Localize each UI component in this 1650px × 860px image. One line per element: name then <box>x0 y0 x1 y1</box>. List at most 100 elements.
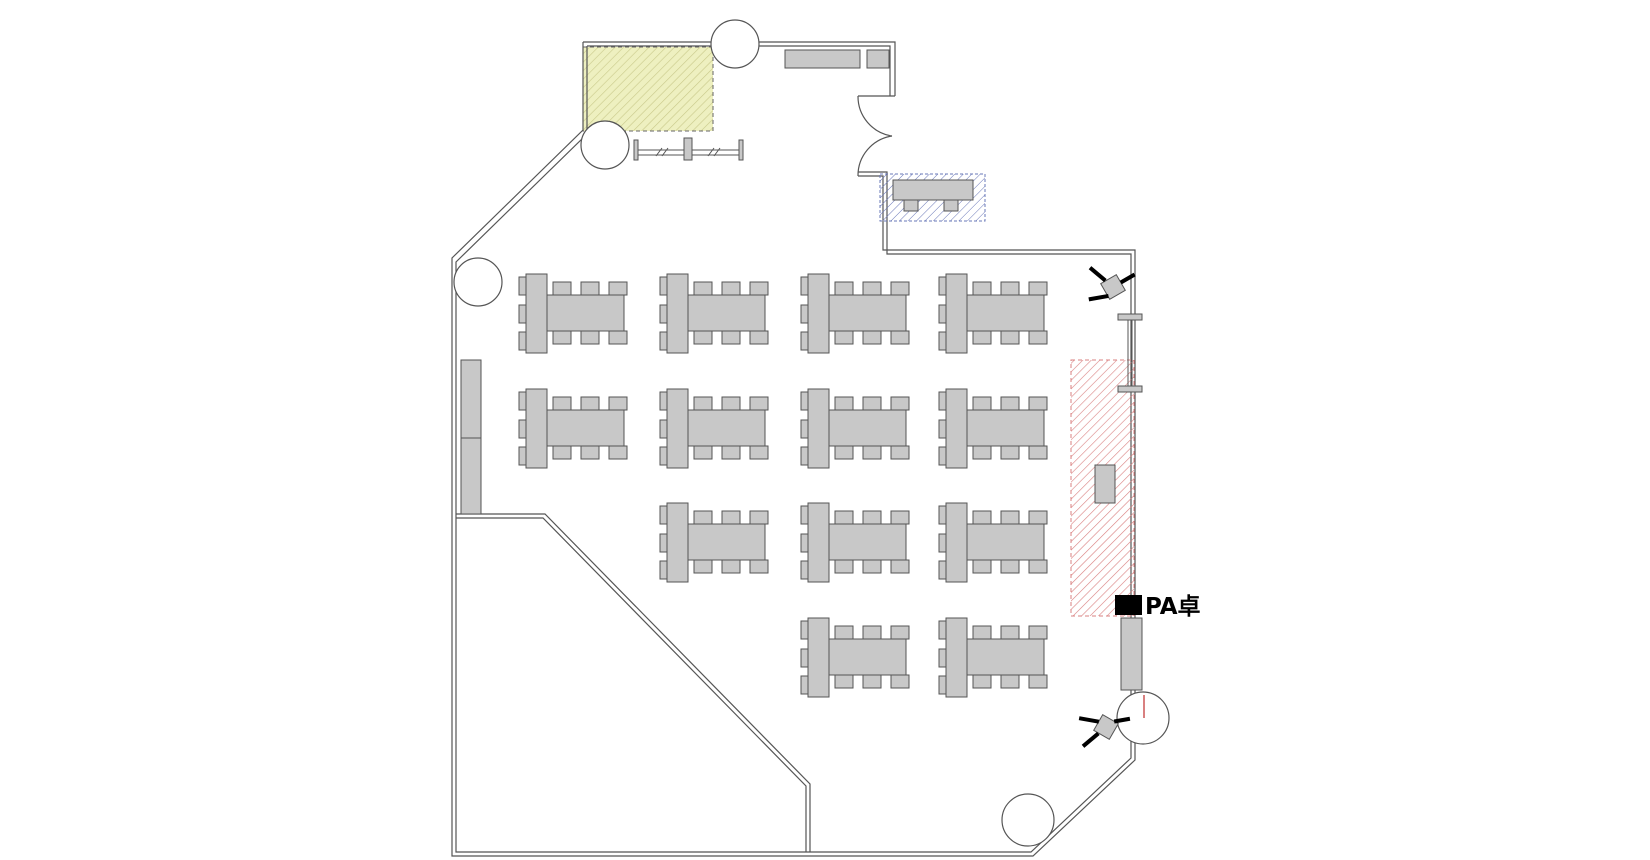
chair <box>834 559 854 574</box>
chair <box>834 396 854 411</box>
chair <box>1028 396 1048 411</box>
chair <box>972 281 992 296</box>
long-table <box>828 523 907 561</box>
end-table <box>807 388 830 469</box>
chair <box>749 281 769 296</box>
top-counter <box>784 49 861 69</box>
long-table <box>546 409 625 447</box>
chair <box>1000 510 1020 525</box>
partition-wall <box>456 513 811 852</box>
column-left <box>453 257 503 307</box>
chair <box>972 625 992 640</box>
reception-desk <box>892 179 974 201</box>
column-bottom <box>1001 793 1055 847</box>
chair <box>721 396 741 411</box>
projection-screen <box>1117 313 1143 393</box>
chair <box>608 396 628 411</box>
long-table <box>828 409 907 447</box>
chair <box>972 445 992 460</box>
long-table <box>966 523 1045 561</box>
column-top <box>710 19 760 69</box>
long-table <box>687 294 766 332</box>
chair <box>972 396 992 411</box>
end-table <box>945 388 968 469</box>
table-groups <box>518 273 1048 698</box>
long-table <box>687 523 766 561</box>
end-table <box>666 273 689 354</box>
pa-desk <box>1115 595 1142 615</box>
chair <box>1028 510 1048 525</box>
chair <box>972 559 992 574</box>
chair <box>862 625 882 640</box>
end-table <box>525 273 548 354</box>
chair <box>1000 625 1020 640</box>
long-table <box>546 294 625 332</box>
end-table <box>807 273 830 354</box>
chair <box>580 281 600 296</box>
chair <box>1000 330 1020 345</box>
chair <box>693 281 713 296</box>
chair <box>862 674 882 689</box>
chair <box>890 674 910 689</box>
chair <box>749 559 769 574</box>
chair <box>693 559 713 574</box>
long-table <box>828 638 907 676</box>
chair <box>552 445 572 460</box>
long-table <box>687 409 766 447</box>
chair <box>890 559 910 574</box>
chair <box>834 281 854 296</box>
chair <box>749 330 769 345</box>
chair <box>890 445 910 460</box>
end-table <box>807 617 830 698</box>
pa-side-table <box>1120 617 1143 691</box>
reception-chair <box>943 199 959 212</box>
chair <box>721 559 741 574</box>
chair <box>749 396 769 411</box>
chair <box>721 510 741 525</box>
chair <box>834 445 854 460</box>
chair <box>552 281 572 296</box>
chair <box>552 330 572 345</box>
chair <box>721 445 741 460</box>
chair <box>693 445 713 460</box>
chair <box>862 330 882 345</box>
chair <box>721 281 741 296</box>
chair <box>890 330 910 345</box>
long-table <box>966 294 1045 332</box>
chair <box>693 396 713 411</box>
chair <box>580 330 600 345</box>
chair <box>1000 396 1020 411</box>
chair <box>890 396 910 411</box>
chair <box>1000 281 1020 296</box>
chair <box>1000 559 1020 574</box>
side-counter <box>460 437 482 515</box>
reception-chair <box>903 199 919 212</box>
end-table <box>945 617 968 698</box>
chair <box>1028 445 1048 460</box>
chair <box>862 281 882 296</box>
chair <box>834 510 854 525</box>
chair <box>862 445 882 460</box>
podium <box>1094 464 1116 504</box>
speaker-top <box>1088 266 1136 302</box>
end-table <box>945 502 968 583</box>
top-cabinet <box>866 49 890 69</box>
end-table <box>945 273 968 354</box>
chair <box>862 396 882 411</box>
long-table <box>966 409 1045 447</box>
chair <box>890 281 910 296</box>
chair <box>721 330 741 345</box>
chair <box>608 281 628 296</box>
chair <box>834 330 854 345</box>
chair <box>1000 445 1020 460</box>
speaker-bottom <box>1078 714 1131 748</box>
chair <box>552 396 572 411</box>
chair <box>972 510 992 525</box>
storage-area <box>582 46 714 132</box>
chair <box>1028 559 1048 574</box>
chair <box>1000 674 1020 689</box>
chair <box>693 510 713 525</box>
long-table <box>966 638 1045 676</box>
chair <box>749 510 769 525</box>
